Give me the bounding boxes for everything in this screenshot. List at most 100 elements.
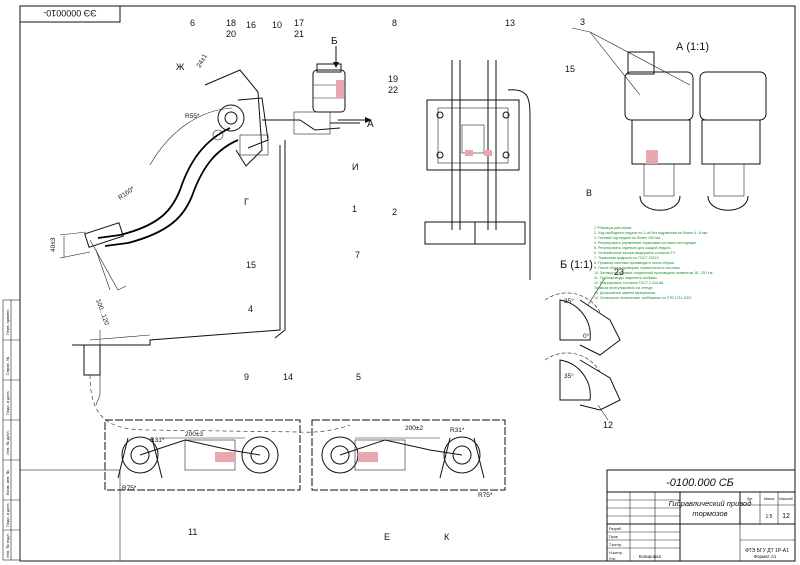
svg-text:Инв. № дубл.: Инв. № дубл. (5, 430, 10, 455)
note-line: 12. Маркировать согласно ГОСТ 2.314-68. (594, 281, 665, 285)
svg-text:Пров.: Пров. (609, 535, 619, 539)
pedal-assembly (59, 46, 372, 291)
leader-16: 16 (246, 20, 256, 30)
svg-text:200±2: 200±2 (405, 425, 423, 432)
leader-zh: Ж (176, 62, 185, 72)
svg-text:Перв. примен.: Перв. примен. (5, 308, 10, 335)
pedal-bracket (424, 60, 531, 280)
brake-mechanism-left (104, 419, 301, 491)
leader-19: 19 (388, 74, 398, 84)
note-line: 13. Допускается замена материалов. (594, 291, 656, 295)
section-arrow-b: Б (331, 36, 338, 47)
leader-4: 4 (248, 304, 253, 314)
leader-18: 18 (226, 18, 236, 28)
svg-text:100...120: 100...120 (94, 298, 110, 326)
view-b-detail (544, 292, 621, 411)
svg-text:R75*: R75* (478, 492, 493, 499)
mass-label: Масса (764, 497, 774, 501)
scale-value: 1:5 (766, 514, 773, 520)
view-a-label: А (1:1) (676, 41, 709, 53)
note-line: 8. Прокачку системы производить после сб… (594, 261, 675, 265)
svg-text:Подп. и дата: Подп. и дата (5, 503, 10, 527)
note-line: 11. Трубопроводы закрепить скобами. (594, 276, 658, 280)
leader-e: Е (384, 532, 390, 542)
leader-17: 17 (294, 18, 304, 28)
leader-7: 7 (355, 250, 360, 260)
leader-v: В (586, 188, 592, 198)
leader-15-top: 15 (565, 64, 575, 74)
section-arrow-a: А (367, 119, 374, 130)
note-line: 3. Полный ход педали не более 150 мм. (594, 236, 661, 240)
title-block (19, 469, 796, 562)
svg-text:0°: 0° (583, 332, 590, 340)
leader-23: 23 (614, 267, 624, 277)
lit-label: Лит. (747, 497, 753, 501)
leader-21: 21 (294, 29, 304, 39)
svg-text:Справ. №: Справ. № (5, 357, 10, 375)
leader-1: 1 (352, 204, 357, 214)
svg-text:R160*: R160* (117, 185, 136, 201)
svg-text:35°: 35° (564, 372, 574, 380)
title-line1: Гидравлический привод (669, 499, 752, 508)
brake-pipeline (90, 140, 286, 346)
svg-text:Утв.: Утв. (609, 557, 616, 561)
svg-text:Инв. № подл.: Инв. № подл. (5, 533, 10, 558)
note-line: 9. После сборки проверить герметичность … (594, 266, 681, 270)
title-line2: тормозов (692, 509, 727, 518)
svg-text:R31*: R31* (450, 427, 465, 434)
view-b-label: Б (1:1) (560, 259, 593, 271)
note-line: 5. Регулировать отдельно для каждой педа… (594, 246, 672, 250)
leader-g: Г (244, 197, 249, 207)
view-a-reservoirs (589, 31, 767, 211)
stamp-top-left: ЭЭ 0000010- (43, 8, 96, 18)
svg-text:35°: 35° (564, 297, 574, 305)
leader-11: 11 (188, 527, 197, 537)
leader-14: 14 (283, 372, 293, 382)
leader-2: 2 (392, 207, 397, 217)
leader-15-left: 15 (246, 260, 256, 270)
dimensions: R55* R160* R31* R31* R75* R75* 200±3 200… (50, 53, 590, 499)
title-roles: Разраб. Пров. Т.контр. Н.контр. Утв. (609, 527, 623, 561)
svg-text:24±1: 24±1 (196, 53, 209, 69)
format-label: Формат А1 (754, 554, 777, 559)
svg-text:R55*: R55* (185, 113, 200, 120)
svg-text:R75*: R75* (122, 485, 137, 492)
svg-text:Н.контр.: Н.контр. (609, 551, 623, 555)
sheet-number: 12 (782, 513, 790, 520)
leader-22: 22 (388, 85, 398, 95)
item-leaders: 6 18 16 10 17 20 21 8 13 19 22 15 3 2 7 … (176, 17, 624, 542)
note-line: 14. Остальные технические требования по … (594, 296, 693, 300)
leader-3: 3 (580, 17, 585, 27)
leader-20: 20 (226, 29, 236, 39)
copied-label: Копировал (639, 554, 662, 559)
leader-k: К (444, 532, 450, 542)
note-line: 10. Затяжку резьбовых соединений произво… (594, 271, 714, 275)
svg-text:40±3: 40±3 (50, 237, 57, 252)
note-line: Тормоза отрегулировать на стенде. (594, 286, 654, 290)
svg-text:Взам. инв. №: Взам. инв. № (5, 470, 10, 495)
note-line: 4. Регулировать управление тормозами сог… (594, 241, 698, 245)
leader-13: 13 (505, 18, 515, 28)
svg-text:200±3: 200±3 (185, 431, 203, 438)
leader-12: 12 (603, 420, 613, 430)
leader-10: 10 (272, 20, 282, 30)
brake-mechanism-right (311, 419, 506, 491)
svg-text:Подп. и дата: Подп. и дата (5, 391, 10, 415)
svg-text:R31*: R31* (150, 437, 165, 444)
leader-6: 6 (190, 18, 195, 28)
svg-text:Т.контр.: Т.контр. (609, 543, 622, 547)
side-strip (2, 299, 21, 561)
sheet-frame (19, 5, 796, 562)
leader-9: 9 (244, 372, 249, 382)
side-strip-labels: Перв. примен. Справ. № Подп. и дата Инв.… (5, 308, 10, 558)
note-line: 2. Ход свободного педали по 1-ой без гид… (594, 231, 709, 235)
scale-label: Масштаб (779, 497, 793, 501)
leader-i: И (352, 162, 358, 172)
note-line: 6. Установочные зазоры выдержать согласн… (594, 251, 676, 255)
leader-5: 5 (356, 372, 361, 382)
technical-notes: 1 *Размеры для справ. 2. Ход свободного … (594, 226, 772, 466)
note-line: 7. Тормозная жидкость по ГОСТ 23219. (594, 256, 660, 260)
org-name: ФТЭ БГУ ДТ 1Р-А1 (745, 548, 789, 554)
